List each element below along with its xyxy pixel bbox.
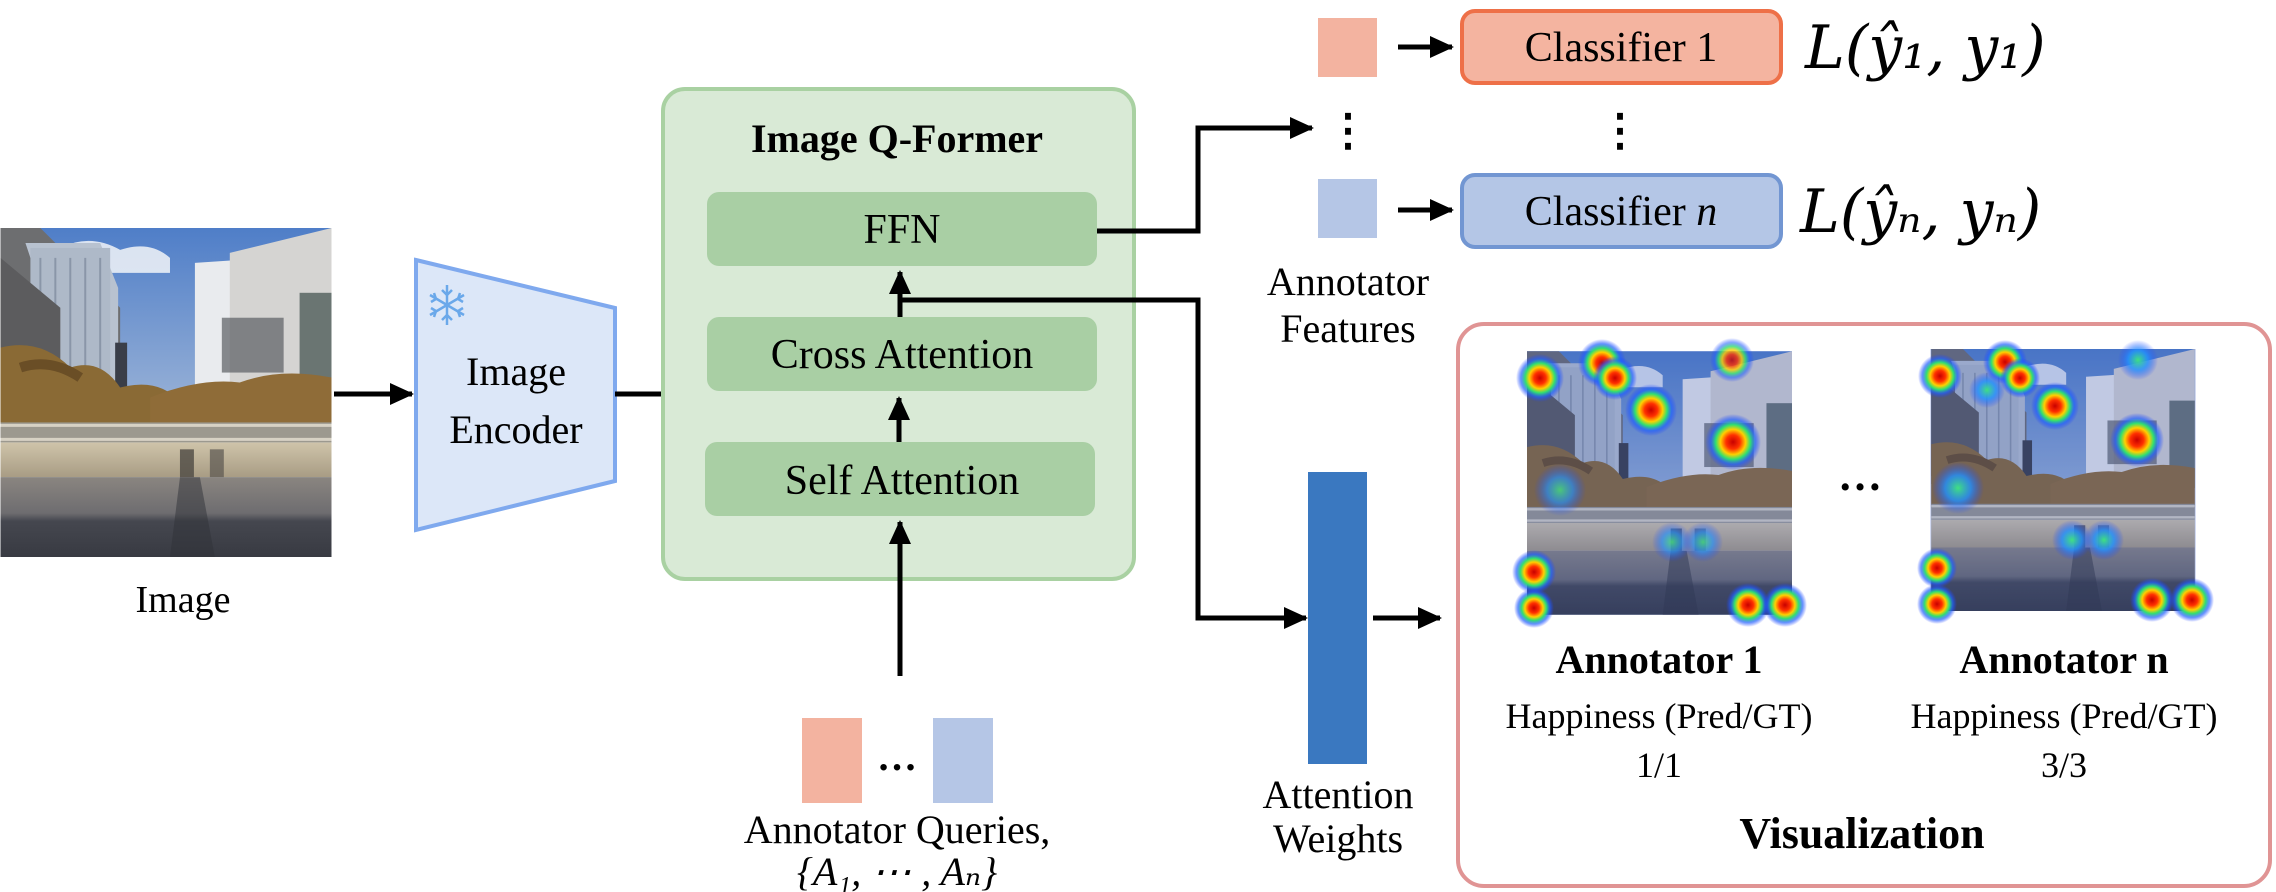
annotator-n-metric: Happiness (Pred/GT): [1911, 696, 2218, 736]
visualization-ellipsis: …: [1838, 451, 1882, 500]
queries-ellipsis: …: [877, 734, 917, 779]
visualization-title: Visualization: [1739, 809, 1984, 858]
loss-1: L(ŷ₁, y₁): [1804, 13, 2046, 83]
cross-attention-label: Cross Attention: [771, 332, 1034, 378]
query-token-n: [933, 718, 993, 803]
attention-label-line2: Weights: [1273, 816, 1403, 861]
attention-label-line1: Attention: [1262, 772, 1413, 817]
annotator-1-value: 1/1: [1636, 745, 1682, 785]
snowflake-icon: [429, 285, 465, 325]
features-vdots: ⋮: [1326, 106, 1370, 155]
arrow-ffn-to-features: [1097, 117, 1314, 234]
loss-n: L(ŷₙ, yₙ): [1799, 177, 2041, 247]
cross-attention-block: [707, 317, 1097, 391]
features-label-line2: Features: [1280, 306, 1416, 351]
classifier-1-label: Classifier 1: [1525, 25, 1717, 71]
classifier-n-block: [1460, 173, 1783, 249]
query-token-1: [802, 718, 862, 803]
queries-label-line2: {A₁, ⋯ , Aₙ}: [797, 849, 997, 892]
feature-token-n: [1318, 179, 1377, 238]
encoder-label-line1: Image: [466, 349, 566, 394]
input-image: [1, 228, 332, 557]
encoder-label-line2: Encoder: [449, 407, 582, 452]
self-attention-label: Self Attention: [785, 458, 1020, 504]
features-label-line1: Annotator: [1267, 259, 1429, 304]
input-image-label: Image: [136, 579, 231, 621]
annotator-1-metric: Happiness (Pred/GT): [1506, 696, 1813, 736]
qformer-title: Image Q-Former: [751, 116, 1043, 161]
image-encoder-block: [414, 257, 617, 533]
classifier-1-block: [1460, 9, 1783, 85]
attention-weights-bar: [1308, 472, 1367, 764]
annotator-n-value: 3/3: [2041, 745, 2087, 785]
heatmap-annotator-1: [1512, 338, 1807, 628]
feature-token-1: [1318, 18, 1377, 77]
ffn-label: FFN: [863, 207, 940, 253]
heatmap-annotator-n: [1917, 340, 2214, 624]
classifier-vdots: ⋮: [1598, 106, 1642, 155]
queries-label-line1: Annotator Queries,: [744, 807, 1051, 852]
annotator-n-name: Annotator n: [1959, 637, 2168, 682]
annotator-1-name: Annotator 1: [1555, 637, 1762, 682]
arrow-cross-to-attention-weights: [902, 297, 1308, 629]
ffn-block: [707, 192, 1097, 266]
self-attention-block: [705, 442, 1095, 516]
classifier-n-label: Classifier n: [1525, 189, 1717, 235]
